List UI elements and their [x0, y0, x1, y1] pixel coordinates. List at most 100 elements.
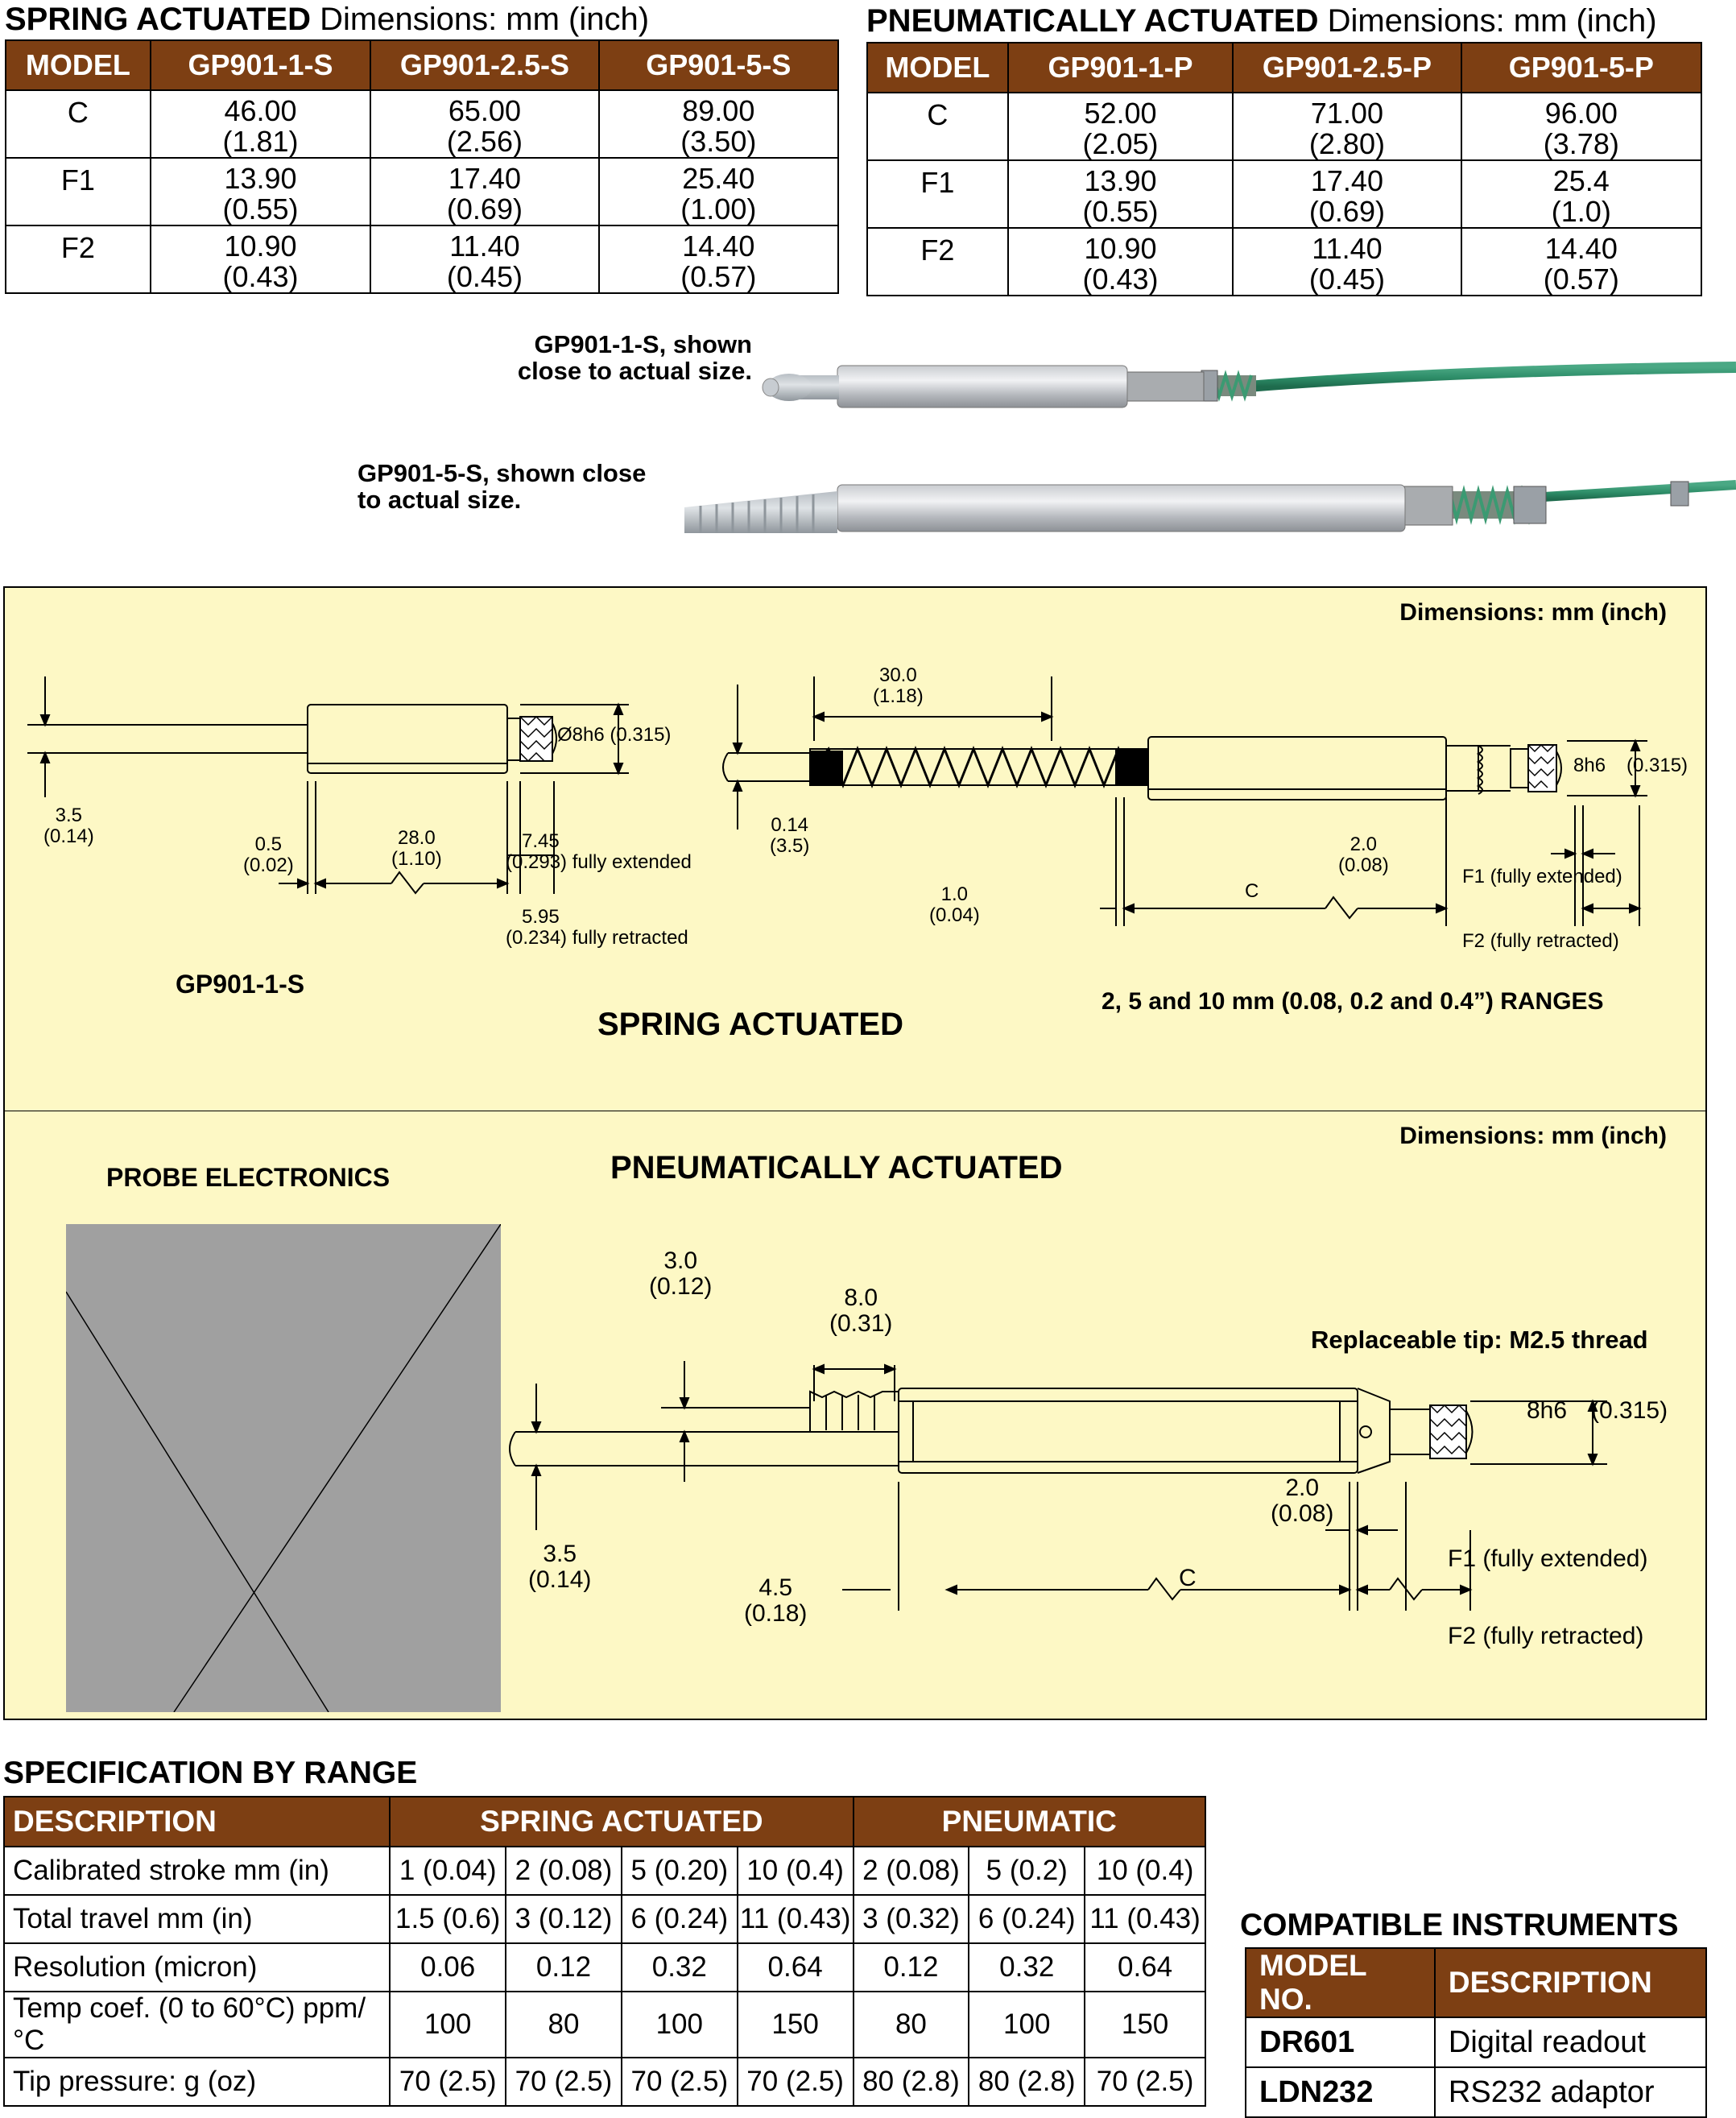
row-description: Tip pressure: g (oz)	[2, 2057, 391, 2107]
dim-value: 2.0	[1350, 834, 1378, 855]
dim-4-5: 4.5 (0.18)	[744, 1575, 807, 1627]
probe-body-icon	[837, 484, 1406, 532]
header-model-1: GP901-1-P	[1006, 42, 1234, 93]
probe-tip-icon	[767, 374, 812, 401]
spring-table-title-rest: Dimensions: mm (inch)	[311, 2, 650, 37]
table-cell: 10 (0.4)	[736, 1846, 854, 1896]
table-cell: 70 (2.5)	[736, 2057, 854, 2107]
table-cell: 100	[389, 1991, 507, 2058]
photo-caption-1-line1: GP901-1-S, shown	[534, 330, 752, 358]
value-mm: 10.90	[1084, 232, 1157, 265]
value-inch: (3.78)	[1543, 127, 1619, 160]
value-mm: 11.40	[449, 230, 520, 263]
value-mm: 71.00	[1310, 97, 1383, 130]
table-cell: 11.40(0.45)	[370, 225, 600, 294]
value-mm: 17.40	[1310, 164, 1383, 197]
value-inch: (0.57)	[1543, 263, 1619, 296]
table-cell: 89.00(3.50)	[597, 89, 840, 159]
header-model-2: GP901-2.5-P	[1232, 42, 1462, 93]
dim-value-inch: (0.14)	[528, 1566, 592, 1593]
specification-table: DESCRIPTION SPRING ACTUATED PNEUMATIC Ca…	[2, 1796, 1207, 2107]
value-mm: 13.90	[1084, 164, 1157, 197]
photo-caption-2-line1: GP901-5-S, shown close	[358, 459, 647, 487]
dim-0-5: 0.5 (0.02)	[243, 834, 294, 876]
dim-value: 8.0	[844, 1284, 878, 1311]
dia-inch-label: (0.315)	[1626, 755, 1688, 776]
value-inch: (0.57)	[680, 260, 757, 293]
table-cell: 11 (0.43)	[736, 1894, 854, 1944]
value-inch: (3.50)	[680, 125, 757, 158]
row-description: Temp coef. (0 to 60°C) ppm/°C	[2, 1991, 391, 2058]
dim-value-inch: (0.14)	[43, 825, 94, 847]
value-inch: (0.45)	[446, 260, 523, 293]
spring-coil-icon	[812, 745, 1135, 789]
table-cell: 3 (0.32)	[852, 1894, 970, 1944]
table-cell: 0.12	[505, 1942, 622, 1992]
table-cell: 100	[620, 1991, 738, 2058]
knurled-collar-icon	[1122, 371, 1205, 402]
probe-tip-icon	[684, 491, 837, 533]
dim-30-0: 30.0 (1.18)	[873, 665, 924, 707]
table-cell: 65.00(2.56)	[370, 89, 600, 159]
value-mm: 96.00	[1544, 97, 1618, 130]
table-cell: 0.32	[620, 1942, 738, 1992]
value-inch: (2.80)	[1308, 127, 1385, 160]
table-cell: 80 (2.8)	[852, 2057, 970, 2107]
header-model-1: GP901-1-S	[149, 39, 372, 91]
model-description: Digital readout	[1433, 2017, 1708, 2068]
pneumatic-probe-drawing	[509, 1361, 1607, 1611]
value-inch: (0.55)	[222, 192, 299, 225]
knurled-tip-icon	[519, 716, 553, 762]
dim-value: 5.95	[522, 906, 560, 928]
table-row: Total travel mm (in)1.5 (0.6)3 (0.12)6 (…	[2, 1894, 1206, 1944]
dim-value-inch: (0.234) fully retracted	[506, 927, 688, 949]
header-description: DESCRIPTION	[2, 1796, 391, 1847]
spring-probe-drawing	[722, 676, 1647, 926]
row-label: F2	[5, 225, 151, 294]
knurled-collar-icon	[1400, 486, 1453, 526]
spec-title: SPECIFICATION BY RANGE	[3, 1756, 418, 1790]
spring-table-title: SPRING ACTUATED Dimensions: mm (inch)	[5, 3, 649, 35]
table-cell: 3 (0.12)	[505, 1894, 622, 1944]
table-cell: 0.12	[852, 1942, 970, 1992]
table-cell: 14.40(0.57)	[597, 225, 840, 294]
dim-value-inch: (0.12)	[649, 1273, 713, 1300]
table-header-row: MODEL NO.DESCRIPTION	[1245, 1947, 1708, 2018]
value-mm: 25.40	[682, 162, 755, 195]
row-label: C	[5, 89, 151, 159]
dim-28-0: 28.0 (1.10)	[391, 828, 442, 870]
probe-body-icon	[898, 1388, 1358, 1474]
pneumatic-table-title: PNEUMATICALLY ACTUATED Dimensions: mm (i…	[866, 5, 1657, 37]
table-cell: 46.00(1.81)	[149, 89, 372, 159]
dim-value: 3.5	[543, 1541, 577, 1567]
dim-0-14: 0.14 (3.5)	[770, 815, 809, 857]
dim-value-inch: (0.18)	[744, 1600, 808, 1627]
value-inch: (0.43)	[1082, 263, 1159, 296]
header-model-3: GP901-5-P	[1460, 42, 1703, 93]
pneumatic-table-title-bold: PNEUMATICALLY ACTUATED	[866, 3, 1319, 39]
dim-value-inch: (0.31)	[829, 1310, 893, 1337]
table-cell: 0.06	[389, 1942, 507, 1992]
table-cell: 10.90(0.43)	[1006, 227, 1234, 296]
probe-body-icon	[837, 365, 1128, 408]
table-header-row: DESCRIPTION SPRING ACTUATED PNEUMATIC	[2, 1796, 1207, 1847]
spring-table-title-bold: SPRING ACTUATED	[5, 2, 311, 37]
table-cell: 6 (0.24)	[968, 1894, 1086, 1944]
dim-3-0: 3.0 (0.12)	[649, 1248, 712, 1300]
diameter-label: Ø8h6 (0.315)	[557, 724, 672, 746]
dim-2-0: 2.0 (0.08)	[1271, 1475, 1333, 1527]
tip-note: Replaceable tip: M2.5 thread	[1311, 1326, 1648, 1354]
dim-value: 4.5	[758, 1574, 793, 1601]
dim-value: 0.14	[771, 814, 809, 836]
table-cell: 11 (0.43)	[1084, 1894, 1206, 1944]
ranges-label: 2, 5 and 10 mm (0.08, 0.2 and 0.4”) RANG…	[1102, 988, 1604, 1015]
probe-body-icon	[1147, 736, 1447, 800]
dim-3-5: 3.5 (0.14)	[43, 805, 94, 847]
table-cell: 5 (0.2)	[968, 1846, 1086, 1896]
photo-caption-2: GP901-5-S, shown close to actual size.	[358, 460, 696, 513]
